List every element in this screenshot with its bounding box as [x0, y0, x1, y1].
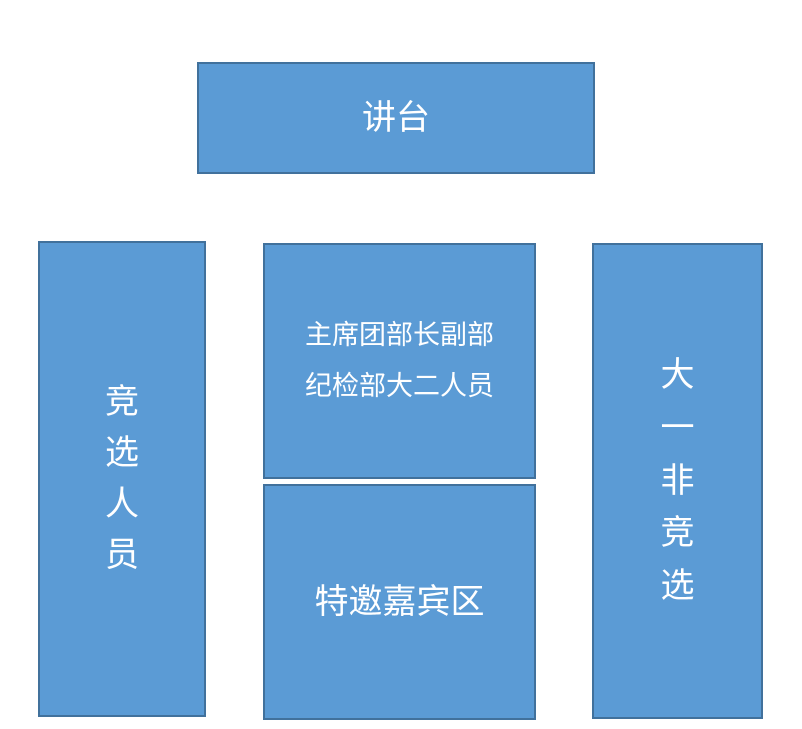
- freshmen-box: 大 一 非 竞 选: [592, 243, 763, 719]
- officials-box: 主席团部长副部 纪检部大二人员: [263, 243, 536, 479]
- candidates-label: 竞 选 人 员: [105, 382, 139, 575]
- podium-label: 讲台: [362, 97, 430, 138]
- guests-label: 特邀嘉宾区: [314, 581, 485, 622]
- candidates-box: 竞 选 人 员: [38, 241, 206, 717]
- guests-box: 特邀嘉宾区: [263, 484, 536, 720]
- officials-label: 主席团部长副部 纪检部大二人员: [305, 319, 494, 402]
- podium-box: 讲台: [197, 62, 595, 174]
- freshmen-label: 大 一 非 竞 选: [660, 355, 695, 607]
